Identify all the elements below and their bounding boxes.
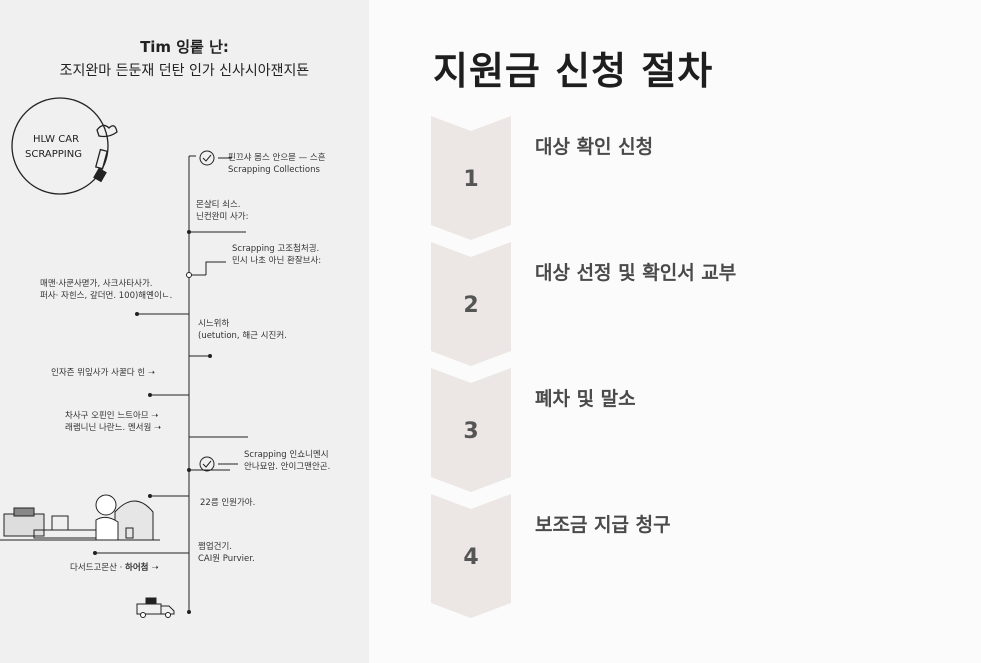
- office-worker-icon: [0, 494, 160, 541]
- infographic-drawing: [0, 97, 248, 618]
- step-number-4: 4: [463, 545, 479, 570]
- circle-label-2: SCRAPPING: [25, 149, 82, 160]
- note-10: 쩜업건기.CAI원 Purvier.: [198, 542, 255, 564]
- step-label-3: 폐차 및 말소: [535, 388, 636, 410]
- infographic-image: Tim 잉뤁 난: 조지완마 든둔재 던탄 인가 신사시아잰지됸: [0, 0, 369, 663]
- truck-icon: [136, 597, 175, 618]
- page-title: 지원금 신청 절차: [433, 49, 714, 93]
- step-chevron-3: [431, 368, 511, 492]
- note-3: Scrapping 고조첨처긩.민시 나초 아닌 환잘브사:: [232, 244, 322, 266]
- step-label-2: 대상 선정 및 확인서 교부: [535, 262, 737, 284]
- note-2: 몬샬티 쇠스.닌컨완미 사가:: [196, 200, 249, 222]
- circle-label-1: HLW CAR: [33, 134, 80, 145]
- infographic-title-line1: Tim 잉뤁 난:: [140, 38, 229, 56]
- step-number-3: 3: [463, 419, 479, 444]
- step-number-2: 2: [463, 293, 479, 318]
- scrapping-circle-icon: [11, 97, 118, 195]
- step-label-4: 보조금 지급 청구: [535, 514, 671, 536]
- check-icon: [199, 456, 215, 472]
- procedure-panel: 지원금 신청 절차 1 2 3 4 대상 확인 신청 대상 선정 및 확인서 교…: [369, 0, 981, 663]
- note-5: 시느위하(uetution, 해근 시진커.: [198, 319, 287, 341]
- note-9: 22름 인원가아.: [200, 498, 256, 508]
- note-6: 인자즌 뮈잎사가 사꿀다 힌 ➝: [51, 368, 155, 378]
- note-4: 매맨·사쿤사멷가, 사크사타사가.퍼사· 자힌스, 갚더먼. 100)해옌이ㄴ.: [40, 279, 173, 301]
- infographic-title-line2: 조지완마 든둔재 던탄 인가 신사시아잰지됸: [59, 63, 310, 79]
- note-7: 차사구 오핀인 느트아므 ➝래램니닌 나란느. 멘서웜 ➝: [65, 411, 162, 433]
- note-11: 다서드고몬산 · 하어첨 ➝: [70, 563, 159, 573]
- check-icon: [199, 150, 215, 166]
- step-chevrons: [431, 116, 511, 618]
- step-label-1: 대상 확인 신청: [535, 136, 654, 158]
- step-chevron-4: [431, 494, 511, 618]
- step-chevron-1: [431, 116, 511, 240]
- step-chevron-2: [431, 242, 511, 366]
- step-number-1: 1: [463, 167, 479, 192]
